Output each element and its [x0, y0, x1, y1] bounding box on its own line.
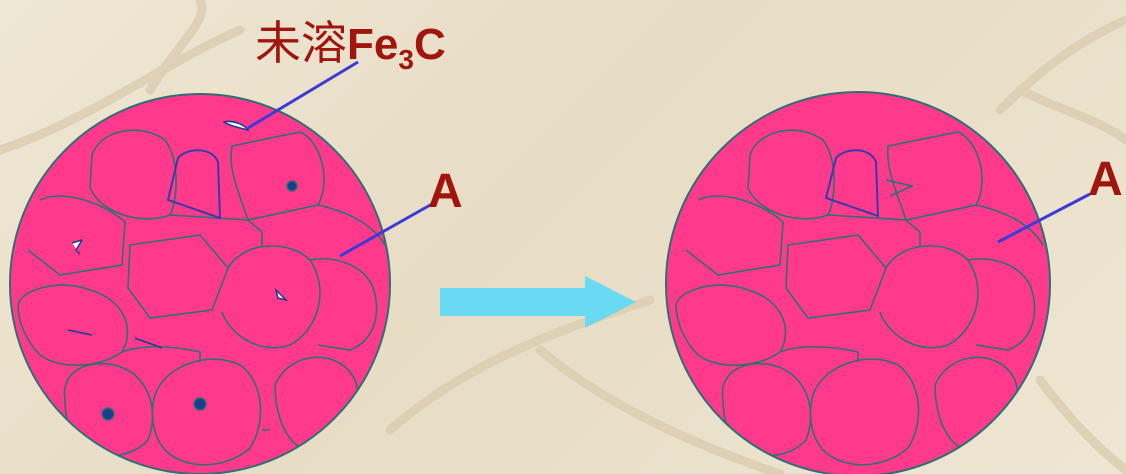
right-arrow-icon	[440, 276, 636, 328]
austenite-label-left: A	[428, 168, 463, 216]
grain-disc-right	[666, 92, 1050, 474]
undissolved-carbide-label: 未溶Fe3C	[255, 20, 446, 74]
austenite-label-right: A	[1088, 156, 1123, 204]
microstructure-with-carbide	[10, 94, 390, 474]
microstructure-homogeneous	[666, 92, 1050, 474]
